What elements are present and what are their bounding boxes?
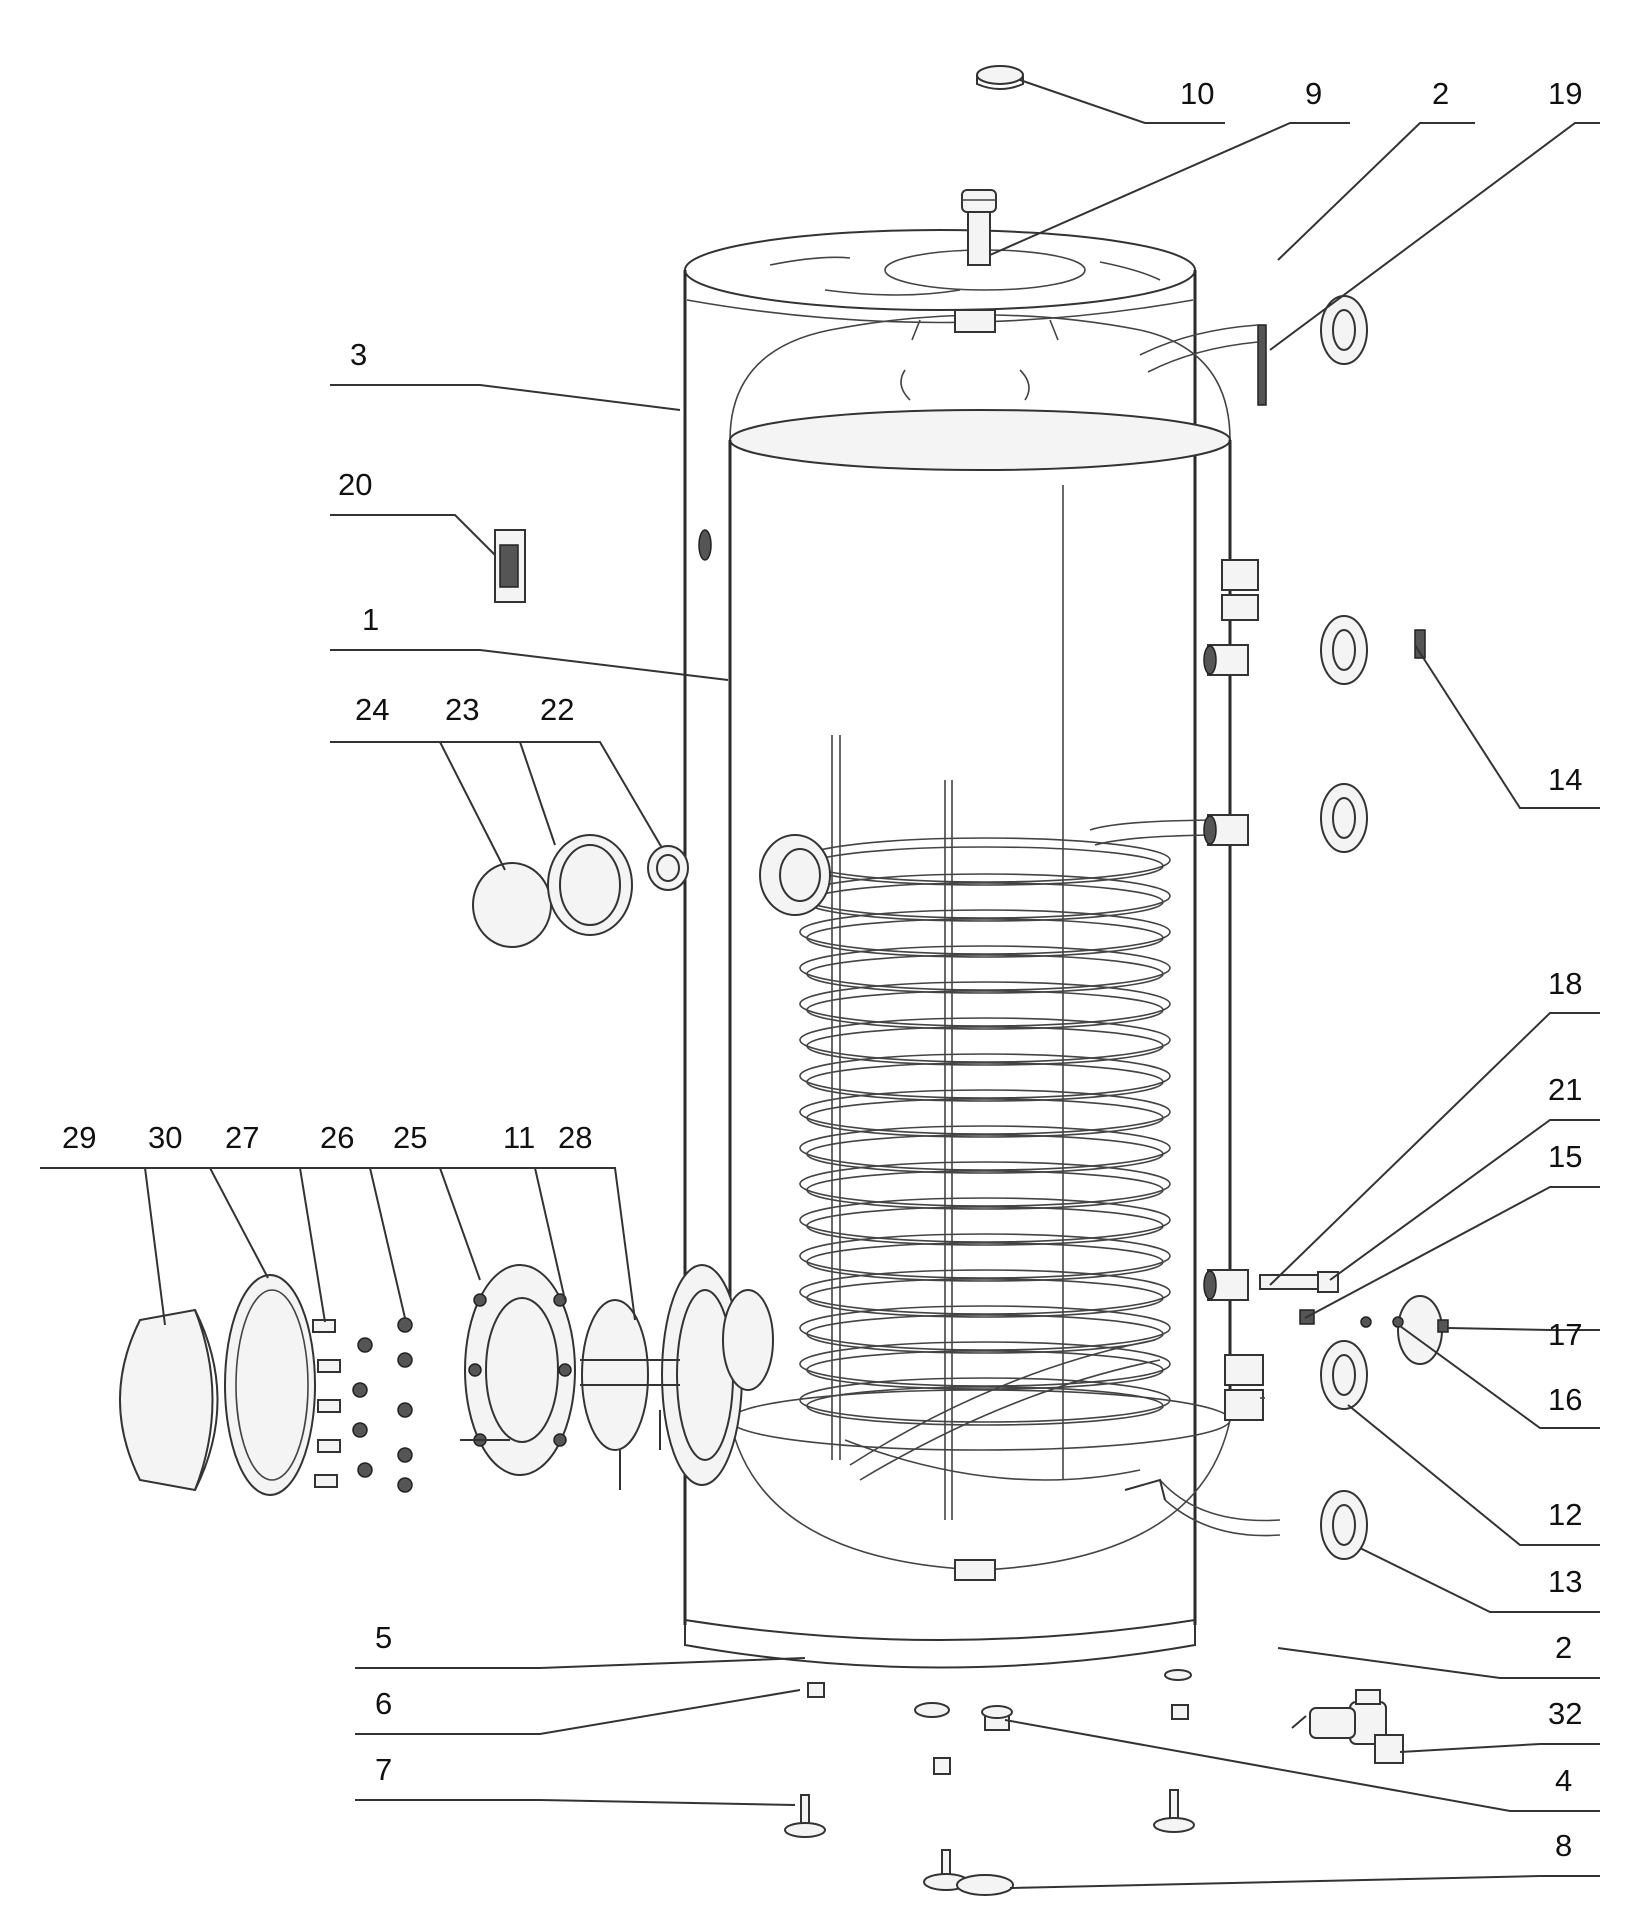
label-8: 8 (1555, 1828, 1572, 1863)
coil-turn-inner (806, 954, 1164, 994)
label-23: 23 (445, 692, 479, 727)
label-32: 32 (1548, 1696, 1582, 1731)
coil-turn-inner (806, 1170, 1164, 1210)
label-17: 17 (1548, 1317, 1582, 1352)
label-24: 24 (355, 692, 389, 727)
right-fittings (1124, 324, 1281, 1537)
label-1: 1 (362, 602, 379, 637)
coil-turn (799, 945, 1171, 991)
left-parts (472, 529, 831, 1486)
label-19: 19 (1548, 76, 1582, 111)
label-25: 25 (393, 1120, 427, 1155)
label-27: 27 (225, 1120, 259, 1155)
label-18: 18 (1548, 966, 1582, 1001)
coil-turn-inner (806, 918, 1164, 958)
safety-valve-32 (1291, 1689, 1404, 1764)
feet (784, 1669, 1195, 1896)
coil-turn-inner (806, 1278, 1164, 1318)
label-2-bottom: 2 (1555, 1630, 1572, 1665)
coil-turn (799, 1269, 1171, 1315)
label-13: 13 (1548, 1564, 1582, 1599)
label-29: 29 (62, 1120, 96, 1155)
label-5: 5 (375, 1620, 392, 1655)
coil-turn-inner (806, 1134, 1164, 1174)
cap-10 (976, 65, 1024, 90)
coil-turn (799, 909, 1171, 955)
coil-turn-inner (806, 1242, 1164, 1282)
coil-turn (799, 1341, 1171, 1387)
coil-turn-inner (806, 1314, 1164, 1354)
label-16: 16 (1548, 1382, 1582, 1417)
coil-turn (799, 1125, 1171, 1171)
label-22: 22 (540, 692, 574, 727)
label-9: 9 (1305, 76, 1322, 111)
coil-turn (799, 1377, 1171, 1423)
coil-turn-inner (806, 1350, 1164, 1390)
rosettes (1320, 295, 1443, 1560)
coil-turn (799, 1053, 1171, 1099)
label-20: 20 (338, 467, 372, 502)
label-21: 21 (1548, 1072, 1582, 1107)
label-14: 14 (1548, 762, 1582, 797)
coil-turn (799, 873, 1171, 919)
heat-exchanger-coil (799, 735, 1231, 1520)
coil-turn (799, 981, 1171, 1027)
label-4: 4 (1555, 1763, 1572, 1798)
part-labels: 10 9 2 19 3 20 1 24 23 22 14 18 21 15 17… (62, 76, 1582, 1863)
label-28: 28 (558, 1120, 592, 1155)
coil-turn (799, 837, 1171, 883)
coil-turn (799, 1305, 1171, 1351)
label-7: 7 (375, 1752, 392, 1787)
label-12: 12 (1548, 1497, 1582, 1532)
label-6: 6 (375, 1686, 392, 1721)
small-parts-right (1259, 629, 1449, 1333)
label-11: 11 (503, 1120, 535, 1155)
label-30: 30 (148, 1120, 182, 1155)
label-26: 26 (320, 1120, 354, 1155)
coil-turn-inner (806, 990, 1164, 1030)
coil-turn (799, 1089, 1171, 1135)
flange-cover (119, 1274, 413, 1496)
leader-lines (40, 79, 1600, 1889)
label-15: 15 (1548, 1139, 1582, 1174)
coil-turn-inner (806, 1098, 1164, 1138)
coil-turn (799, 1233, 1171, 1279)
coil-turn (799, 1017, 1171, 1063)
coil-turn-inner (806, 1062, 1164, 1102)
label-10: 10 (1180, 76, 1214, 111)
coil-turn-inner (806, 1386, 1164, 1426)
top-port-9 (961, 189, 997, 266)
label-3: 3 (350, 337, 367, 372)
coil-turn (799, 1161, 1171, 1207)
coil-turn-inner (806, 1026, 1164, 1066)
coil-turn-inner (806, 1206, 1164, 1246)
coil-turn (799, 1197, 1171, 1243)
label-2-top: 2 (1432, 76, 1449, 111)
flange-assembly (460, 1264, 680, 1490)
